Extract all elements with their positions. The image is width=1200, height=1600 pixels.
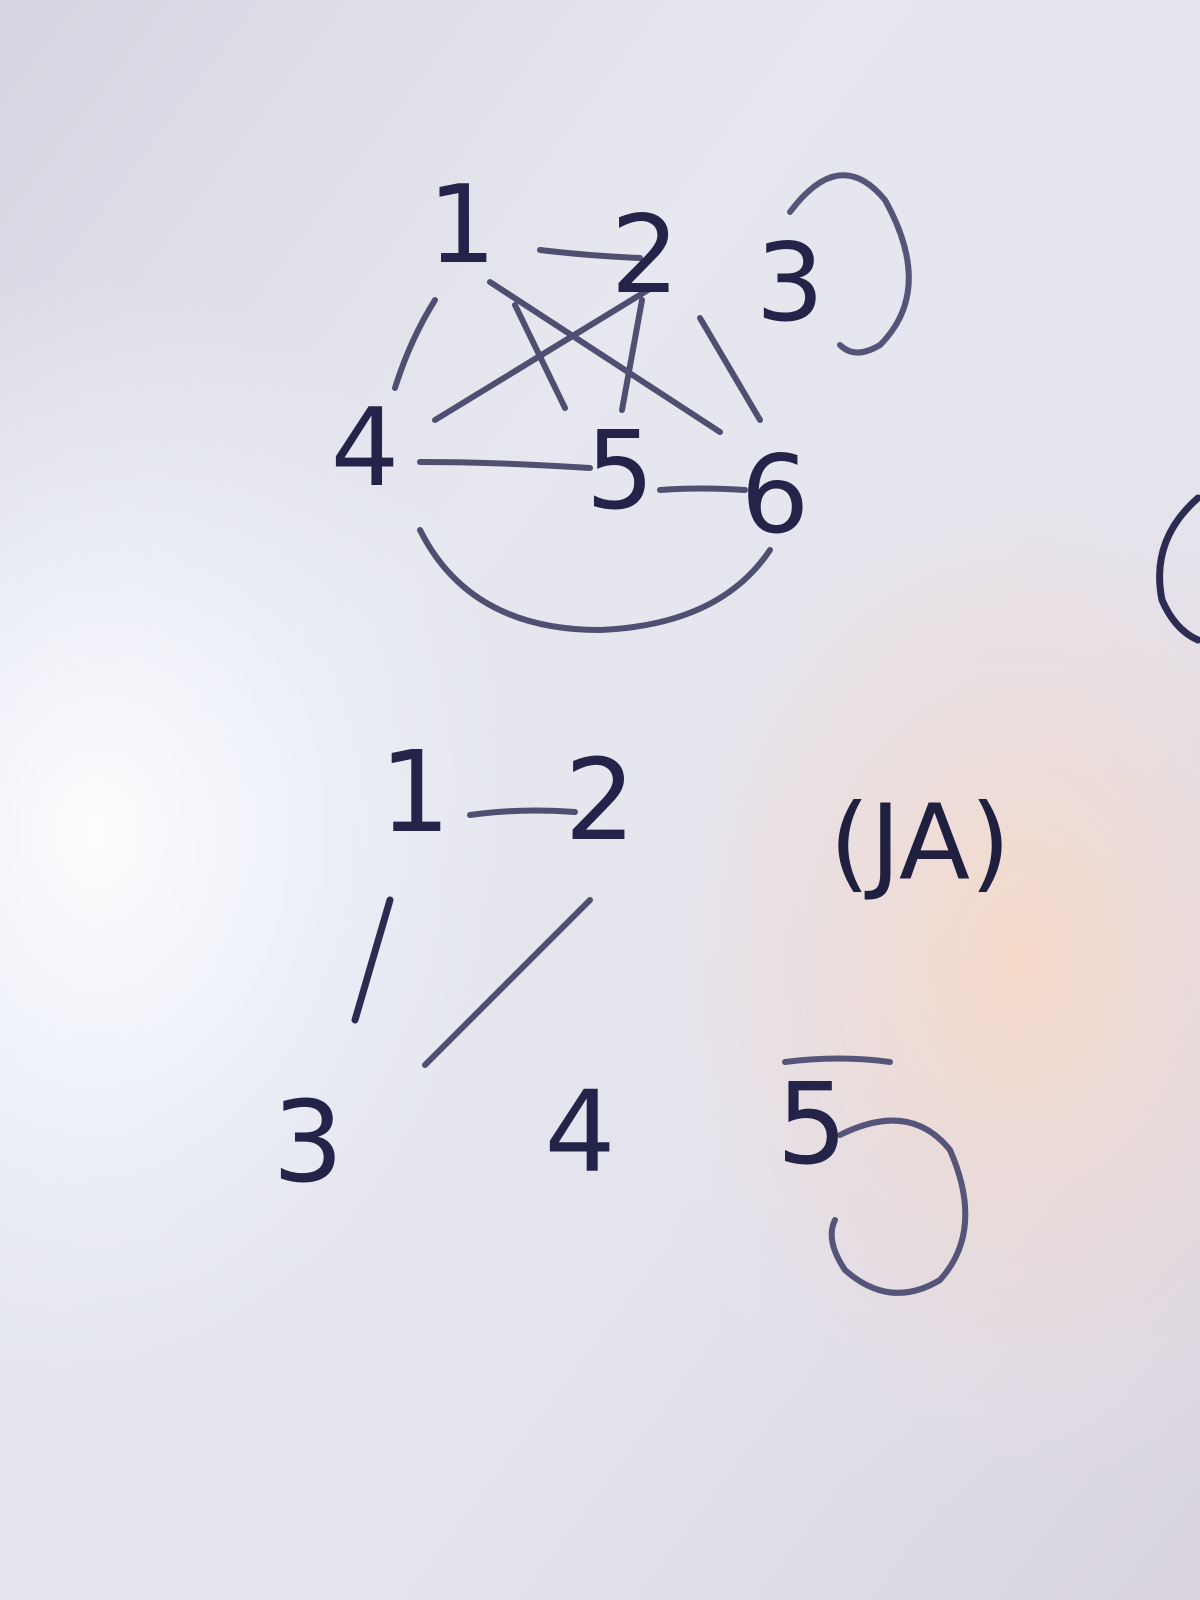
g2-node-2: 2 [564, 736, 635, 866]
loop-5 [782, 1055, 969, 1296]
g1-node-2: 2 [611, 193, 680, 318]
graph-1: 1 2 3 4 5 6 [331, 163, 912, 634]
partial-stroke-right [1156, 494, 1200, 644]
g2-node-4: 4 [544, 1068, 615, 1198]
edge-1-2 [537, 247, 643, 261]
edge-1-3 [351, 896, 394, 1024]
g1-node-1: 1 [428, 163, 497, 288]
edge-1-4 [392, 297, 438, 391]
annotation-ja: (JA) [829, 781, 1010, 903]
edge-2-4 [432, 287, 651, 423]
edge-1-6 [487, 279, 723, 435]
g1-node-3: 3 [756, 221, 825, 346]
edge-2-6 [697, 315, 763, 423]
g1-node-5: 5 [586, 409, 655, 534]
g2-node-5: 5 [776, 1060, 847, 1190]
edge-1-2 [467, 807, 578, 818]
g2-node-1: 1 [379, 728, 450, 858]
edge-4-6-arc [417, 527, 773, 634]
g1-node-6: 6 [741, 433, 810, 558]
edge-2-3 [422, 897, 593, 1068]
g1-node-4: 4 [331, 386, 400, 511]
edge-4-5 [417, 459, 593, 471]
edge-2-5 [619, 297, 645, 413]
graph-2: 1 2 3 4 5 (JA) [272, 728, 1011, 1296]
edge-5-6 [657, 485, 748, 493]
g2-node-3: 3 [272, 1078, 343, 1208]
loop-3 [787, 172, 912, 356]
